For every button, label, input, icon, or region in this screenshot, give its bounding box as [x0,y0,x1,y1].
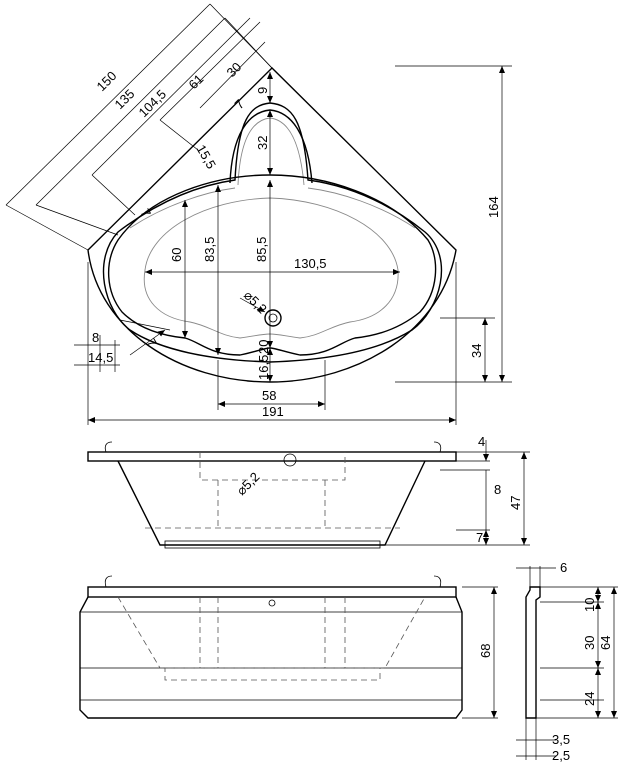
label-61: 61 [186,71,207,92]
label-130-5: 130,5 [294,256,327,271]
label-side-drain: ⌀5,2 [234,469,263,498]
label-60: 60 [169,248,184,262]
label-83-5: 83,5 [202,237,217,262]
label-191: 191 [262,404,284,419]
label-30: 30 [224,59,245,80]
headrest-recess [229,109,313,184]
front-drain [268,599,276,607]
label-top-7: 7 [232,96,248,112]
label-16-5: 16,5 [256,355,271,380]
label-14-5: 14,5 [88,350,113,365]
side-drain [283,453,297,467]
label-drain: ⌀5,2 [241,288,270,317]
label-150: 150 [94,68,120,94]
label-left-7: 7 [137,206,154,220]
tub-inner-rim [102,102,443,363]
diagonal-dimensions [5,3,273,251]
front-view: 6 10 68 30 64 24 3,5 2,5 [79,560,618,763]
label-164: 164 [486,196,501,218]
basin-floor [143,197,399,339]
drain-outer [264,309,282,327]
side-view: 4 ⌀5,2 8 47 7 [87,434,530,549]
label-front-3-5: 3,5 [552,732,570,747]
label-front-10: 10 [582,598,597,612]
front-apron [79,596,463,719]
apron-section [525,586,541,719]
label-34: 34 [469,344,484,358]
label-front-64: 64 [598,636,613,650]
label-32: 32 [255,136,270,150]
label-front-30: 30 [582,636,597,650]
side-rim [87,451,457,462]
basin-contour [108,174,437,356]
label-20: 20 [256,340,271,354]
label-top-9: 9 [255,87,270,94]
front-rim [87,586,457,598]
label-front-6: 6 [560,560,567,575]
label-side-7: 7 [476,530,483,545]
label-15-5: 15,5 [193,142,219,171]
label-front-2-5: 2,5 [552,748,570,763]
label-58: 58 [262,388,276,403]
label-side-4: 4 [478,434,485,449]
label-front-24: 24 [582,692,597,706]
side-hull [117,460,426,546]
label-front-68: 68 [478,644,493,658]
label-85-5: 85,5 [254,237,269,262]
label-side-8: 8 [494,482,501,497]
label-side-47: 47 [508,496,523,510]
label-8: 8 [92,330,99,345]
plan-view: 150 135 104,5 61 30 9 7 32 15,5 7 60 83,… [5,3,512,425]
